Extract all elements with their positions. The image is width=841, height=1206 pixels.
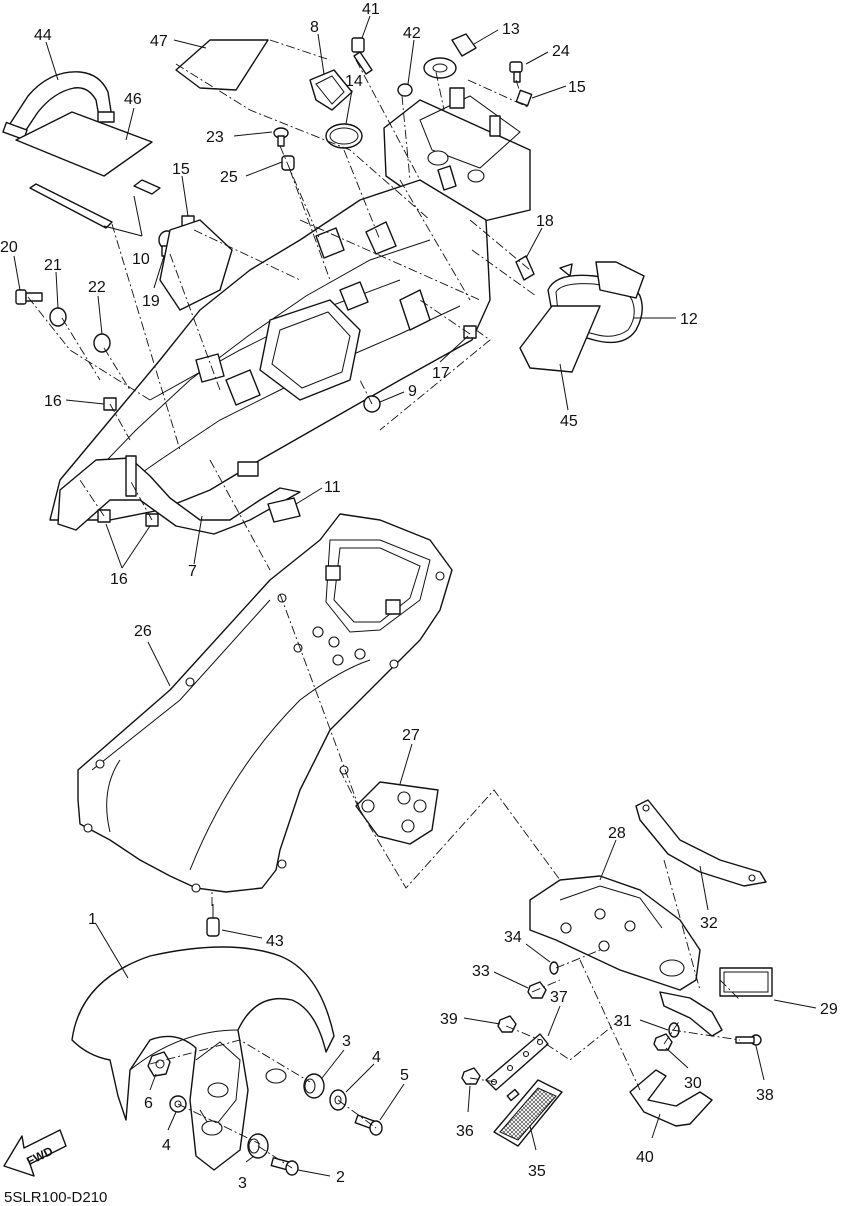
- label-14: 14: [345, 73, 363, 90]
- label-40: 40: [636, 1149, 654, 1166]
- fwd-arrow-icon: [3, 1129, 67, 1177]
- label-42: 42: [403, 25, 421, 42]
- label-29: 29: [820, 1001, 838, 1018]
- label-13: 13: [502, 21, 520, 38]
- inner-fender-26: [77, 513, 453, 893]
- label-16-upper: 16: [44, 393, 62, 410]
- label-11: 11: [324, 479, 341, 496]
- assembly-lines: [27, 39, 741, 1169]
- label-15-left: 15: [172, 161, 190, 178]
- damper-3-upper: [303, 1073, 325, 1099]
- grommet-22: [93, 333, 111, 353]
- label-18: 18: [536, 213, 554, 230]
- label-6: 6: [144, 1095, 153, 1112]
- screw-43: [206, 904, 220, 937]
- label-41: 41: [362, 1, 380, 18]
- sheet-46: [15, 111, 153, 177]
- label-27: 27: [402, 727, 420, 744]
- label-37: 37: [550, 989, 568, 1006]
- grommet-25: [281, 155, 295, 171]
- label-36: 36: [456, 1123, 474, 1140]
- label-19: 19: [142, 293, 160, 310]
- strip-10: [29, 183, 113, 229]
- screw-23: [273, 127, 289, 147]
- bolt-38: [735, 1034, 762, 1046]
- label-1: 1: [88, 911, 97, 928]
- bracket-40: [629, 1069, 713, 1127]
- washer-34: [549, 961, 559, 975]
- clip-18: [515, 255, 535, 281]
- label-43: 43: [266, 933, 284, 950]
- label-26: 26: [134, 623, 152, 640]
- label-10: 10: [132, 251, 150, 268]
- label-7: 7: [188, 563, 197, 580]
- label-24: 24: [552, 43, 570, 60]
- label-5: 5: [400, 1067, 409, 1084]
- label-8: 8: [310, 19, 319, 36]
- label-12: 12: [680, 311, 698, 328]
- pad-27: [355, 781, 439, 845]
- fwd-arrow: FWD: [3, 1129, 67, 1177]
- stay-37: [485, 1033, 549, 1091]
- nut-36: [461, 1067, 481, 1085]
- bolt-24: [509, 61, 523, 83]
- label-20: 20: [0, 239, 18, 256]
- label-45: 45: [560, 413, 578, 430]
- rear-frame-7: [49, 87, 531, 535]
- bolt-41: [351, 37, 373, 75]
- bolt-20: [15, 289, 43, 305]
- bolt-5: [354, 1114, 383, 1136]
- label-21: 21: [44, 257, 62, 274]
- label-38: 38: [756, 1087, 774, 1104]
- label-3-lower: 3: [238, 1175, 247, 1192]
- reflector-29: [719, 967, 773, 997]
- nut-30: [653, 1033, 673, 1051]
- label-9: 9: [408, 383, 417, 400]
- label-30: 30: [684, 1075, 702, 1092]
- label-44: 44: [34, 27, 52, 44]
- reflector-35: [493, 1079, 563, 1147]
- label-31: 31: [614, 1013, 632, 1030]
- license-bracket-28: [529, 875, 701, 991]
- lens-8: [309, 69, 353, 111]
- collar-6: [147, 1051, 171, 1077]
- label-25: 25: [220, 169, 238, 186]
- label-23: 23: [206, 129, 224, 146]
- label-17: 17: [432, 365, 450, 382]
- nut-17: [463, 325, 477, 339]
- nut-39: [497, 1015, 517, 1033]
- nut-15-upper: [515, 89, 533, 107]
- cap-13: [423, 33, 477, 79]
- label-4-lower: 4: [162, 1137, 171, 1154]
- label-46: 46: [124, 91, 142, 108]
- strip-10b: [133, 179, 161, 195]
- cover-45: [519, 305, 601, 373]
- label-32: 32: [700, 915, 718, 932]
- collar-21: [49, 307, 67, 327]
- label-3-upper: 3: [342, 1033, 351, 1050]
- diagram-code: 5SLR100-D210: [4, 1189, 107, 1206]
- leader-lines: [13, 15, 817, 1177]
- label-47: 47: [150, 33, 168, 50]
- front-fender-1: [71, 946, 335, 1171]
- label-15-upper: 15: [568, 79, 586, 96]
- label-4-upper: 4: [372, 1049, 381, 1066]
- label-33: 33: [472, 963, 490, 980]
- bolt-2: [270, 1157, 299, 1176]
- bracket-32: [635, 799, 767, 887]
- label-sheet-47: [175, 39, 269, 91]
- label-2: 2: [336, 1169, 345, 1186]
- tail-stay: [659, 991, 723, 1037]
- label-16-lower: 16: [110, 571, 128, 588]
- label-34: 34: [504, 929, 522, 946]
- washer-42: [397, 83, 413, 97]
- pad-11: [267, 497, 301, 523]
- label-39: 39: [440, 1011, 458, 1028]
- label-22: 22: [88, 279, 106, 296]
- label-28: 28: [608, 825, 626, 842]
- label-35: 35: [528, 1163, 546, 1180]
